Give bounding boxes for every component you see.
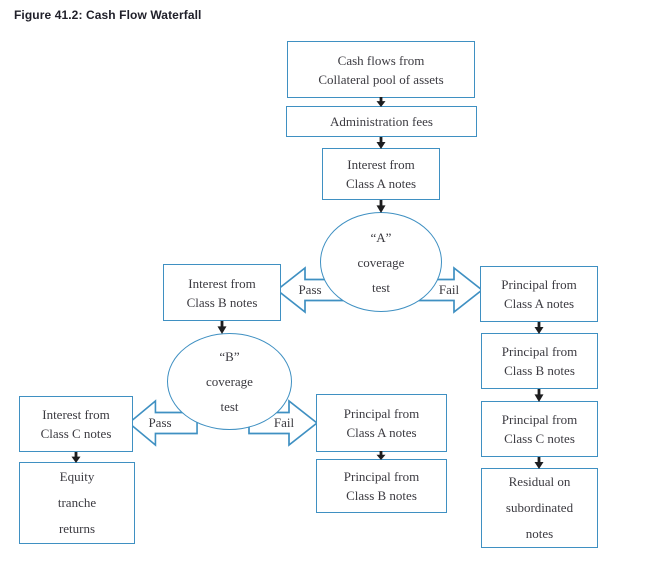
box-principal-class-b-right: Principal from Class B notes [481, 333, 598, 389]
pass-arrow-a-label: Pass [298, 282, 322, 297]
down-arrow-icon [375, 200, 387, 213]
box-principal-class-a-right-label: Principal from Class A notes [501, 277, 577, 311]
box-cash-flows: Cash flows from Collateral pool of asset… [287, 41, 475, 98]
ellipse-a-coverage-test: “A” coverage test [320, 212, 442, 312]
figure-title: Figure 41.2: Cash Flow Waterfall [14, 8, 202, 22]
fail-arrow-b-label: Fail [273, 415, 295, 430]
down-arrow-icon [533, 389, 545, 402]
ellipse-b-coverage-test: “B” coverage test [167, 333, 292, 430]
box-principal-class-b-right-label: Principal from Class B notes [501, 344, 578, 378]
pass-arrow-a: Pass [276, 266, 350, 314]
box-interest-class-b-label: Interest from Class B notes [186, 275, 258, 310]
box-admin-fees: Administration fees [286, 106, 477, 137]
down-arrow-icon [533, 457, 545, 469]
box-equity-tranche-label: Equity tranche returns [57, 469, 97, 536]
pass-arrow-b-label: Pass [148, 415, 172, 430]
box-principal-class-a-right: Principal from Class A notes [480, 266, 598, 322]
fail-arrow-a-label: Fail [438, 282, 460, 297]
ellipse-a-coverage-test-label: “A” coverage test [357, 229, 405, 295]
box-cash-flows-label: Cash flows from Collateral pool of asset… [318, 52, 444, 87]
box-principal-class-b-mid: Principal from Class B notes [316, 459, 447, 513]
box-interest-class-a-label: Interest from Class A notes [345, 157, 417, 191]
box-interest-class-b: Interest from Class B notes [163, 264, 281, 321]
down-arrow-icon [375, 451, 387, 460]
box-equity-tranche: Equity tranche returns [19, 462, 135, 544]
box-interest-class-c: Interest from Class C notes [19, 396, 133, 452]
down-arrow-icon [375, 97, 387, 107]
box-principal-class-c-right-label: Principal from Class C notes [501, 412, 578, 446]
ellipse-b-coverage-test-label: “B” coverage test [206, 349, 253, 414]
down-arrow-icon [533, 322, 545, 334]
box-principal-class-c-right: Principal from Class C notes [481, 401, 598, 457]
box-interest-class-a: Interest from Class A notes [322, 148, 440, 200]
box-interest-class-c-label: Interest from Class C notes [40, 407, 112, 441]
box-principal-class-b-mid-label: Principal from Class B notes [343, 469, 420, 503]
box-residual-subordinated-label: Residual on subordinated notes [505, 474, 574, 541]
down-arrow-icon [375, 137, 387, 149]
down-arrow-icon [216, 321, 228, 334]
down-arrow-icon [70, 452, 82, 463]
box-admin-fees-label: Administration fees [330, 114, 433, 129]
box-principal-class-a-mid: Principal from Class A notes [316, 394, 447, 452]
box-principal-class-a-mid-label: Principal from Class A notes [343, 406, 420, 440]
box-residual-subordinated: Residual on subordinated notes [481, 468, 598, 548]
